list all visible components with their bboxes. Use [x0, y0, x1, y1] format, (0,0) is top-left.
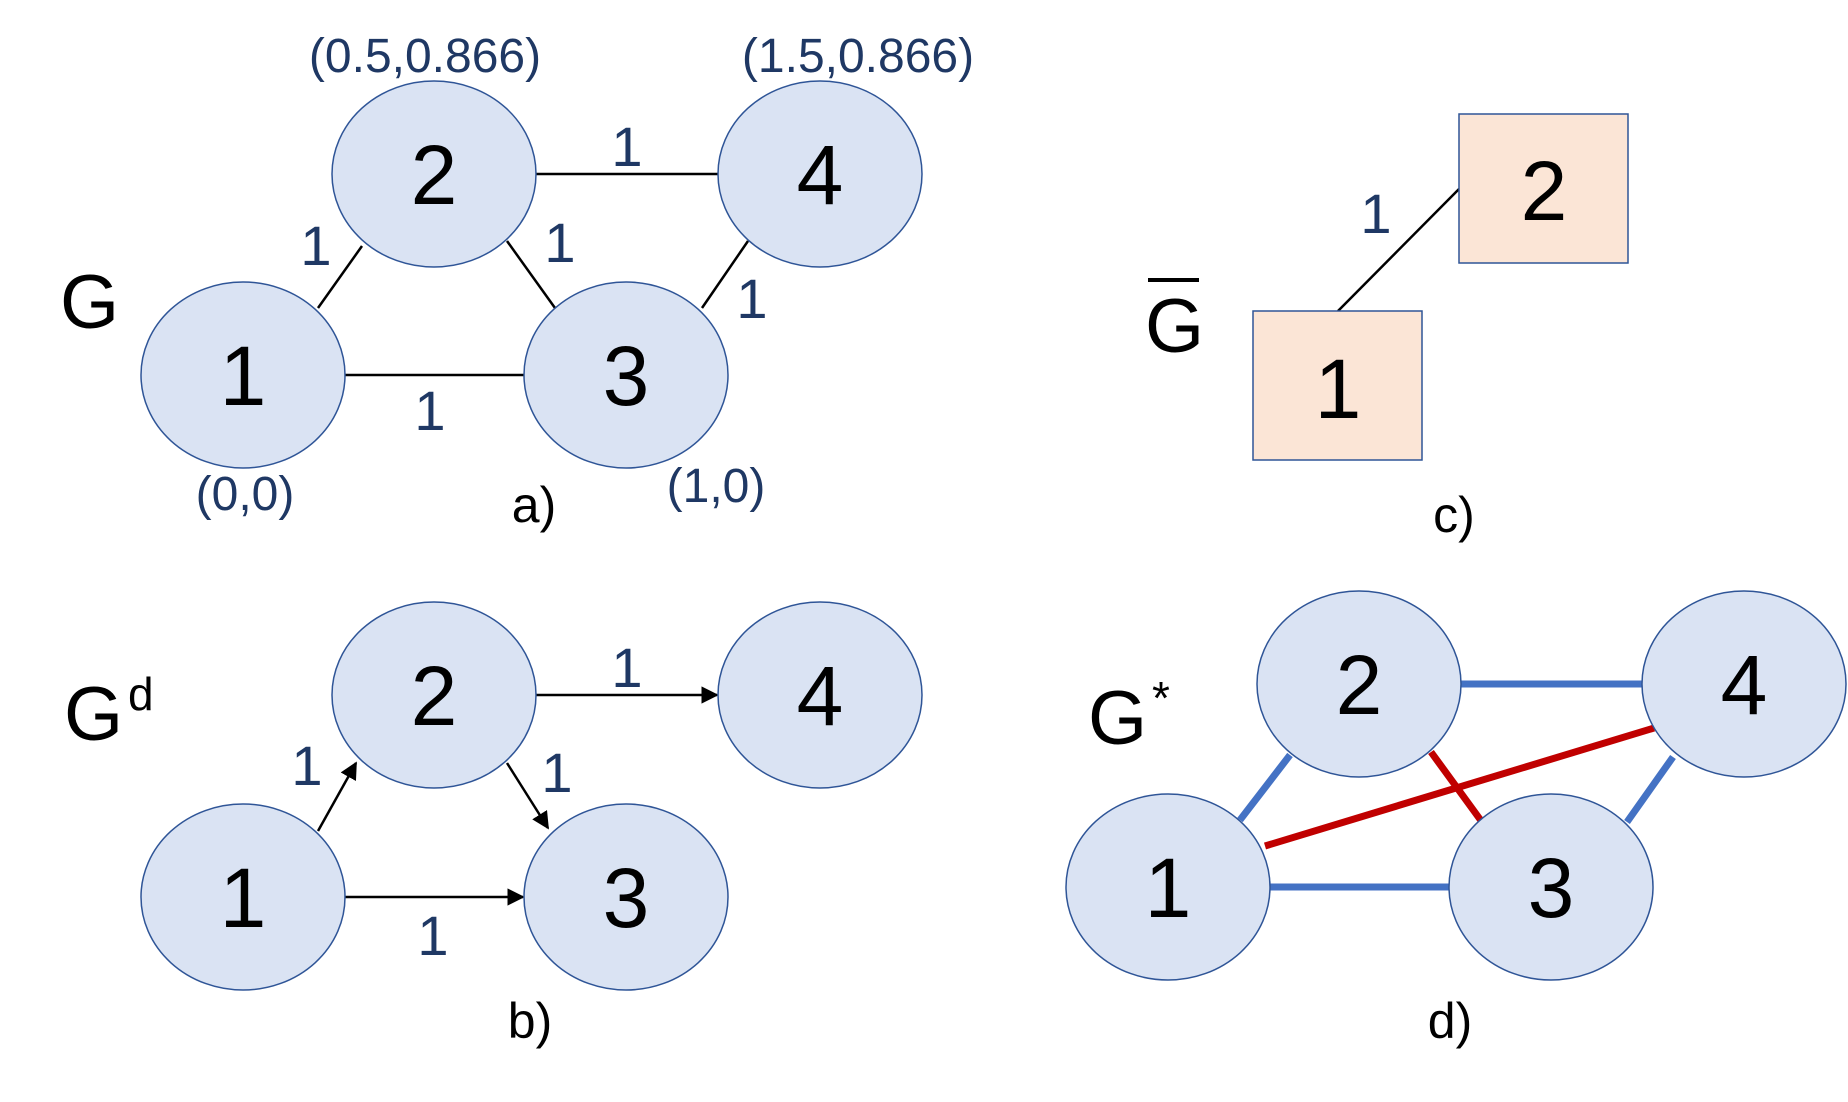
- node-circle: [331, 601, 537, 789]
- panel-b-edge-1-2: [316, 761, 358, 832]
- panel-d-edge-3-4: [1624, 754, 1676, 825]
- node-box: [1252, 310, 1423, 461]
- panel-a-weight-1-2: 1: [300, 214, 331, 277]
- node-circle: [717, 80, 923, 268]
- node-circle: [1256, 590, 1462, 778]
- panel-b-weight-2-4: 1: [611, 636, 642, 699]
- panel-d-node-3: 3: [1448, 793, 1654, 981]
- node-label: 2: [411, 128, 458, 222]
- panel-d-edge-1-2: [1237, 752, 1293, 823]
- node-circle: [1641, 590, 1847, 778]
- panel-a-weight-2-3: 1: [544, 211, 575, 274]
- node-circle: [1448, 793, 1654, 981]
- panel-d-node-2: 2: [1256, 590, 1462, 778]
- node-circle: [331, 80, 537, 268]
- node-label: 2: [411, 649, 458, 743]
- node-circle: [1065, 793, 1271, 981]
- panel-c-weight-1-2: 1: [1360, 182, 1391, 245]
- node-label: 1: [1315, 342, 1362, 436]
- panel-a-edge-3-4: [700, 240, 750, 309]
- panel-a-coord-3: (1,0): [667, 460, 766, 513]
- panel-a: 1 2 3 4 1 1 1 1 1 (0,0) (0.5,0.866) (1,0…: [60, 30, 974, 533]
- panel-a-coord-1: (0,0): [196, 468, 295, 521]
- node-label: 3: [1528, 841, 1575, 935]
- node-box: [1458, 113, 1629, 264]
- panel-c: 1 2 1 G c): [1145, 113, 1629, 543]
- panel-d-edge-red-2-3: [1428, 749, 1485, 825]
- panel-a-coord-4: (1.5,0.866): [742, 30, 974, 83]
- panel-b-graph-name: G: [64, 672, 123, 757]
- panel-a-weight-2-4: 1: [611, 115, 642, 178]
- panel-a-weight-3-4: 1: [736, 267, 767, 330]
- panel-c-label: c): [1433, 487, 1475, 543]
- panel-b-weight-1-2: 1: [291, 734, 322, 797]
- panel-a-node-4: 4: [717, 80, 923, 268]
- panel-c-node-1: 1: [1252, 310, 1423, 461]
- panel-c-node-2: 2: [1458, 113, 1629, 264]
- panel-d-graph-superscript: *: [1152, 672, 1170, 724]
- panel-a-graph-name: G: [60, 260, 119, 345]
- panel-a-node-1: 1: [140, 281, 346, 469]
- node-circle: [523, 803, 729, 991]
- node-label: 4: [797, 128, 844, 222]
- panel-c-graph-name: G: [1145, 284, 1204, 369]
- panel-a-node-2: 2: [331, 80, 537, 268]
- panel-d-node-1: 1: [1065, 793, 1271, 981]
- panel-a-weight-1-3: 1: [414, 379, 445, 442]
- node-label: 4: [1721, 638, 1768, 732]
- node-circle: [140, 803, 346, 991]
- node-circle: [717, 601, 923, 789]
- node-label: 1: [1145, 841, 1192, 935]
- panel-a-edge-2-3: [505, 240, 557, 309]
- node-label: 4: [797, 649, 844, 743]
- node-label: 3: [603, 851, 650, 945]
- node-label: 3: [603, 329, 650, 423]
- panel-c-edge-1-2: [1337, 188, 1460, 312]
- panel-a-edge-1-2: [316, 245, 364, 309]
- panel-b-graph-superscript: d: [128, 668, 154, 720]
- panel-d: 1 2 3 4 G * d): [1065, 590, 1847, 1049]
- panel-b: 1 2 3 4 1 1 1 1 G d b): [64, 601, 923, 1049]
- panel-b-label: b): [508, 993, 552, 1049]
- panel-d-node-4: 4: [1641, 590, 1847, 778]
- panel-d-label: d): [1428, 993, 1472, 1049]
- panel-b-weight-2-3: 1: [541, 741, 572, 804]
- panel-b-node-2: 2: [331, 601, 537, 789]
- panel-b-node-4: 4: [717, 601, 923, 789]
- node-label: 2: [1336, 638, 1383, 732]
- panel-b-node-3: 3: [523, 803, 729, 991]
- panel-d-graph-name: G: [1088, 676, 1147, 761]
- node-label: 2: [1521, 144, 1568, 238]
- node-circle: [523, 281, 729, 469]
- panel-b-node-1: 1: [140, 803, 346, 991]
- panel-a-coord-2: (0.5,0.866): [309, 30, 541, 83]
- node-circle: [140, 281, 346, 469]
- node-label: 1: [220, 329, 267, 423]
- panel-b-edge-2-3: [505, 762, 550, 830]
- panel-b-weight-1-3: 1: [417, 904, 448, 967]
- panel-a-node-3: 3: [523, 281, 729, 469]
- node-label: 1: [220, 851, 267, 945]
- panel-a-label: a): [512, 477, 556, 533]
